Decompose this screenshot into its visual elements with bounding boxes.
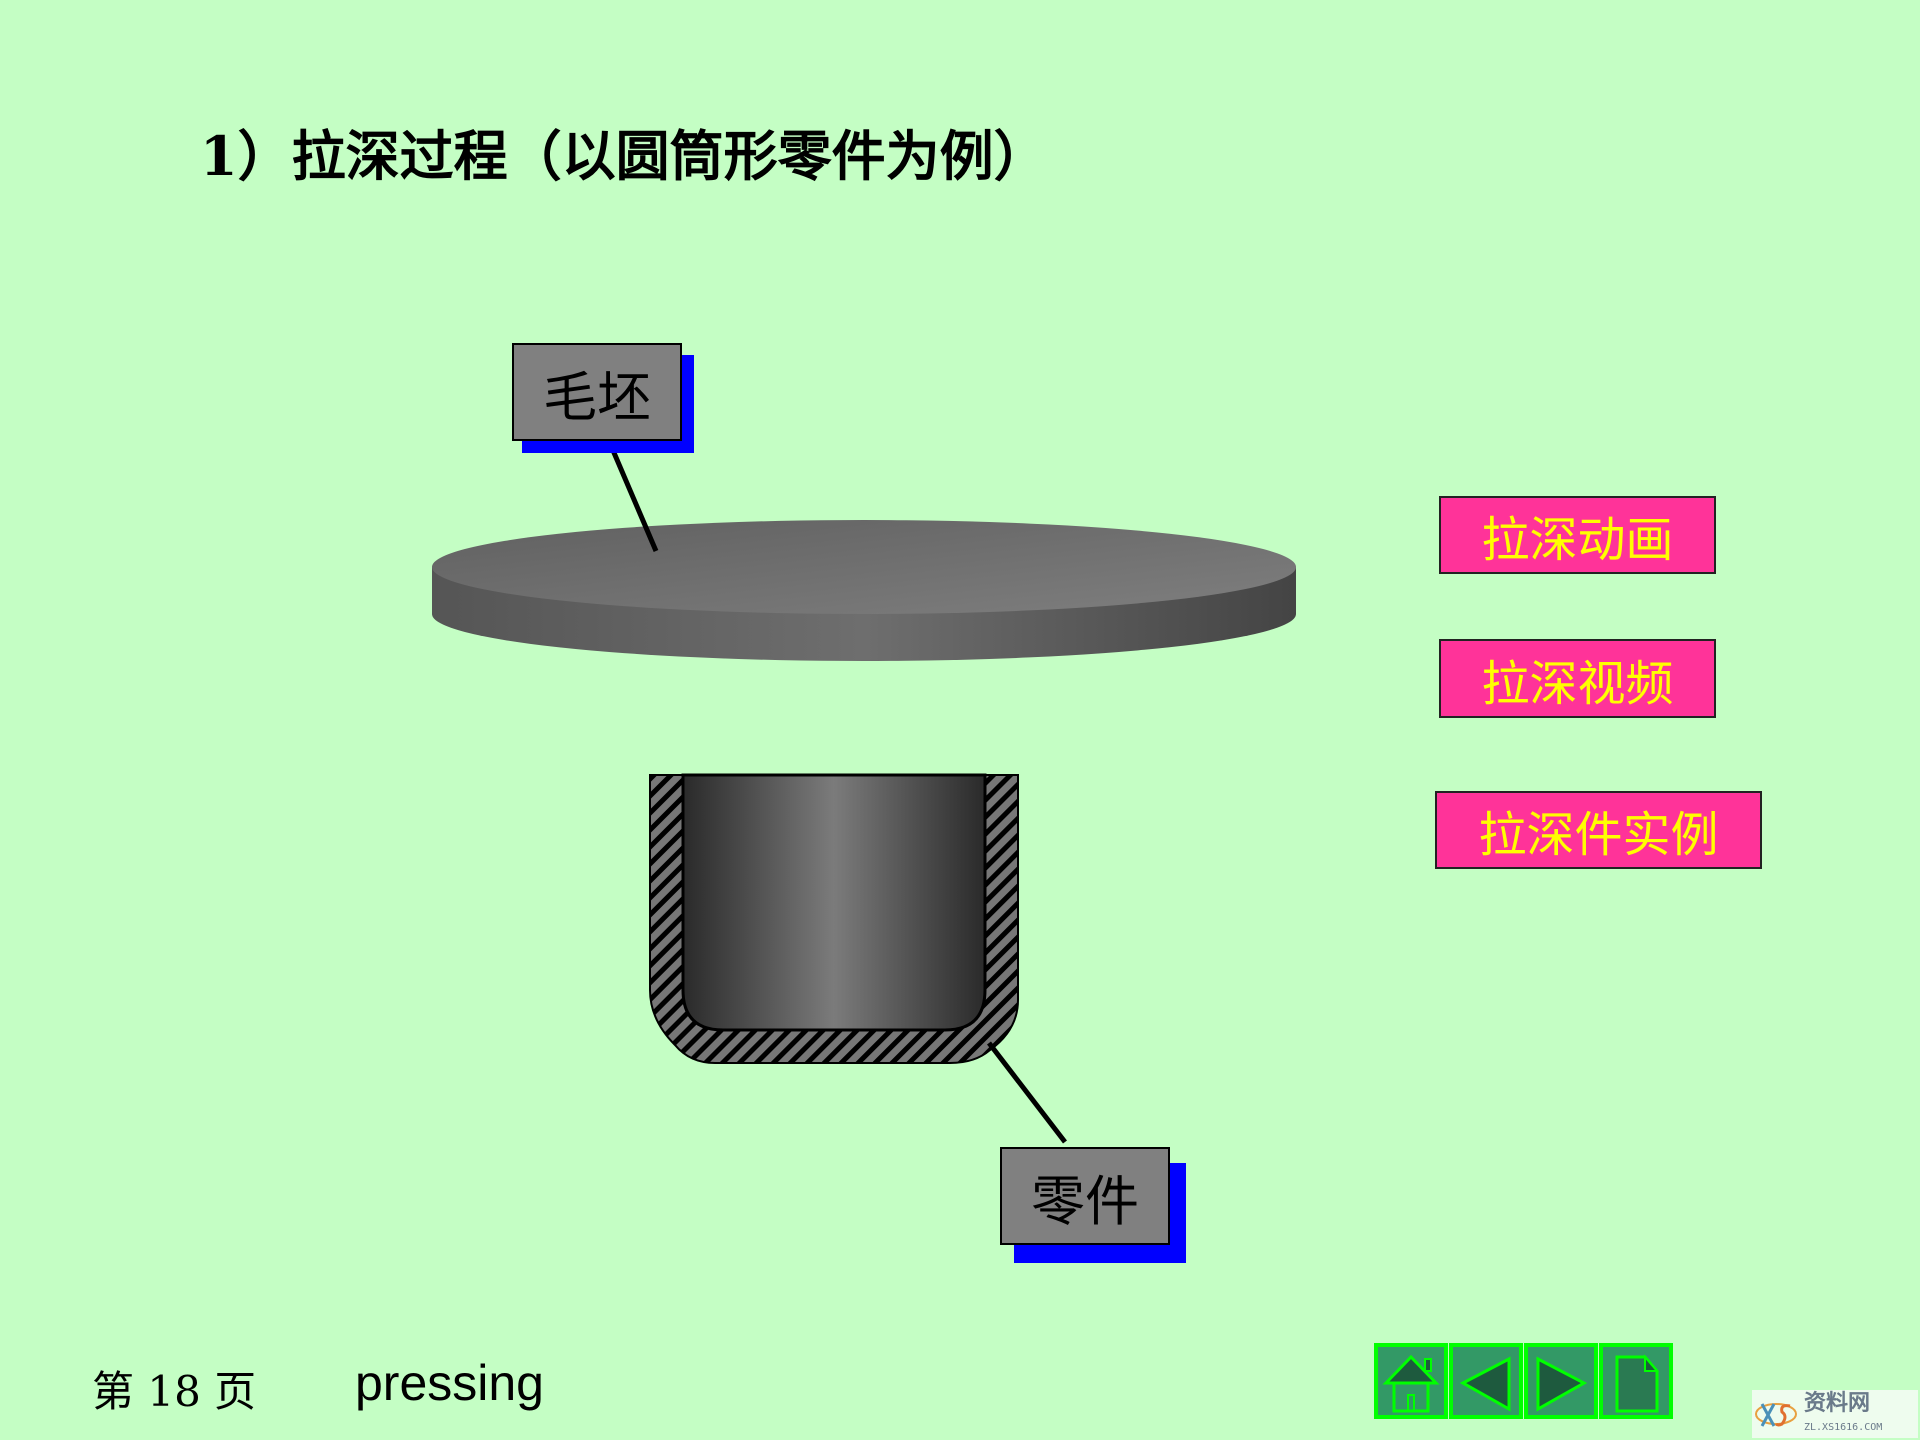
drawing-video-button[interactable]: 拉深视频 xyxy=(1439,639,1716,718)
part-leader-line xyxy=(987,1041,1067,1144)
blank-leader-line xyxy=(606,440,659,552)
drawn-part-examples-button[interactable]: 拉深件实例 xyxy=(1435,791,1762,869)
page-number: 第 18 页 xyxy=(92,1367,257,1416)
part-cup xyxy=(649,773,1019,1064)
blank-label: 毛坯 xyxy=(512,343,682,441)
previous-icon xyxy=(1459,1356,1511,1412)
previous-button[interactable] xyxy=(1449,1343,1523,1419)
drawing-animation-button[interactable]: 拉深动画 xyxy=(1439,496,1716,574)
watermark-url: ZL.XS1616.COM xyxy=(1804,1422,1883,1433)
next-button[interactable] xyxy=(1524,1343,1598,1419)
home-button[interactable] xyxy=(1374,1343,1448,1419)
next-icon xyxy=(1536,1356,1588,1412)
page-title: 1）拉深过程（以圆筒形零件为例） xyxy=(200,124,1048,188)
footer-keyword: pressing xyxy=(355,1355,544,1411)
part-label: 零件 xyxy=(1000,1147,1170,1245)
home-icon xyxy=(1382,1354,1440,1413)
watermark-brand: 资料网 xyxy=(1804,1391,1871,1416)
document-icon xyxy=(1615,1354,1660,1413)
watermark-xs-mark xyxy=(1755,1403,1797,1427)
document-button[interactable] xyxy=(1599,1343,1673,1419)
blank-disk xyxy=(432,520,1296,661)
watermark-logo: 资料网 ZL.XS1616.COM xyxy=(1752,1390,1918,1438)
